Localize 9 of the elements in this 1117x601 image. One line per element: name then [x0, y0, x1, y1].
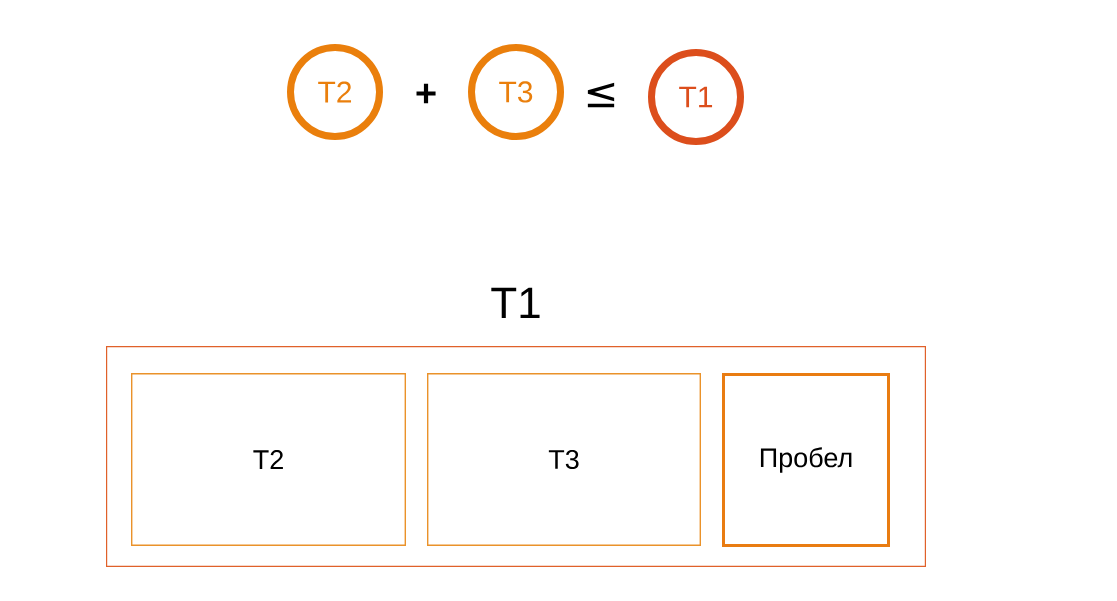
operator-sign: ≤: [587, 82, 615, 108]
box-heading: T1: [491, 287, 540, 319]
circled-label: T1: [648, 49, 744, 145]
circled-label: T2: [287, 44, 383, 140]
segment-box: T3: [427, 373, 701, 546]
segment-box: T2: [131, 373, 406, 546]
operator-sign: +: [416, 83, 436, 104]
circled-label: T3: [468, 44, 564, 140]
segment-box: Пробел: [722, 373, 890, 547]
